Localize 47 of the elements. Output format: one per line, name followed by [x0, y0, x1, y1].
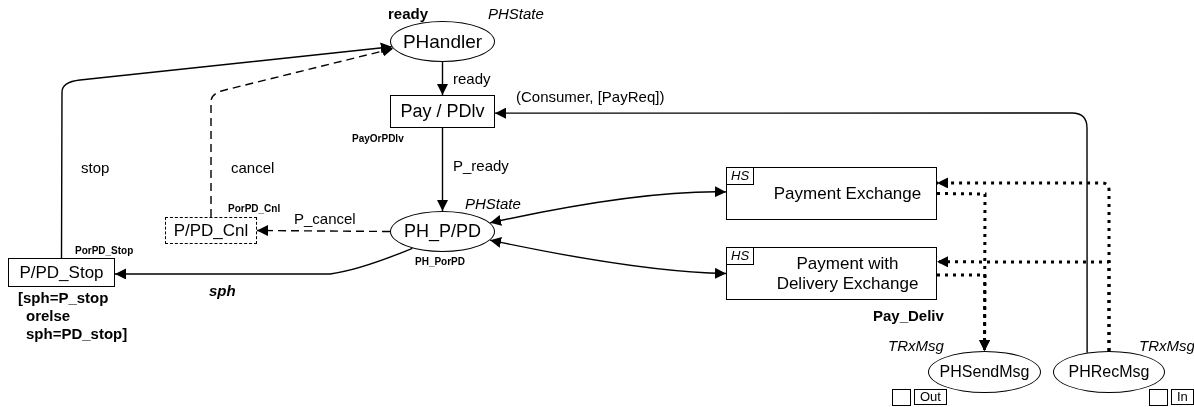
transition-box: [8, 258, 115, 287]
module-name: Pay_Deliv: [873, 307, 944, 324]
arc-arrow: [937, 273, 991, 351]
arc-inscription: P_cancel: [293, 211, 357, 228]
place-name: PHandler: [402, 30, 483, 53]
transition-name: Pay / PDlv: [400, 101, 485, 122]
element-name: PorPD_Cnl: [228, 203, 281, 214]
arc-arrow: [60, 42, 393, 259]
arc-arrow: [437, 61, 448, 96]
colour-set-label: PHState: [465, 195, 521, 212]
port-tag: In: [1171, 389, 1194, 405]
transition-name: P/PD_Cnl: [173, 220, 249, 241]
transition-box: [165, 217, 257, 244]
arc-inscription: stop: [80, 160, 111, 177]
substitution-transition-box: [726, 167, 937, 220]
transition-name: Payment with Delivery Exchange: [775, 253, 920, 294]
guard-text: [sph=P_stop orelse sph=PD_stop]: [18, 289, 129, 343]
substitution-transition-box: [726, 247, 937, 300]
arc-inscription: P_ready: [452, 158, 510, 175]
place-ellipse: [390, 21, 495, 62]
arc-arrow: [256, 225, 391, 237]
place-name: PHRecMsg: [1068, 362, 1150, 382]
arc-arrow: [437, 127, 448, 212]
port-tag: Out: [914, 389, 947, 405]
arc-inscription: (Consumer, [PayReq]): [515, 89, 666, 106]
hierarchy-tag: HS: [727, 168, 755, 185]
place-name: PHSendMsg: [939, 362, 1030, 382]
arc-arrow: [937, 256, 1111, 351]
arc-inscription: ready: [452, 71, 492, 88]
colour-set-label: PHState: [488, 5, 544, 22]
transition-name: Payment Exchange: [773, 183, 922, 204]
initial-marking: ready: [388, 5, 429, 22]
arc-inscription: sph: [208, 283, 237, 300]
place-name: PH_P/PD: [404, 221, 481, 242]
element-name: PH_PorPD: [415, 256, 465, 267]
element-name: PayOrPDlv: [352, 133, 404, 144]
colour-set-label: TRxMsg: [1139, 337, 1194, 354]
place-ellipse: [390, 211, 495, 252]
transition-name: P/PD_Stop: [19, 262, 104, 283]
arc-arrow: [114, 247, 414, 280]
transition-box: [390, 95, 495, 128]
hierarchy-tag: HS: [727, 248, 755, 265]
arc-arrow: [210, 45, 394, 218]
arc-arrow: [489, 237, 727, 279]
arc-arrow: [489, 186, 727, 226]
element-name: PorPD_Stop: [75, 245, 134, 256]
colour-set-label: TRxMsg: [888, 337, 944, 354]
